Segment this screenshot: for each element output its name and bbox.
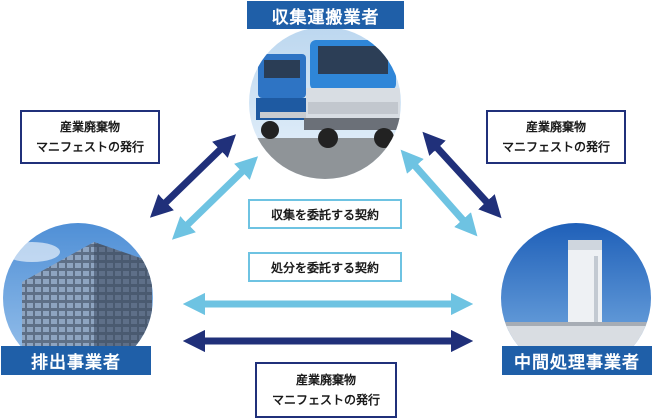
disposal-contract-label: 処分を委託する契約 — [248, 252, 402, 282]
collector-label: 収集運搬業者 — [247, 1, 404, 29]
manifest-note-left: 産業廃棄物 マニフェストの発行 — [20, 110, 160, 164]
generator-label: 排出事業者 — [1, 346, 151, 375]
processor-label: 中間処理事業者 — [502, 346, 652, 375]
manifest-note-bottom-line1: 産業廃棄物 — [295, 373, 356, 387]
manifest-note-right-line1: 産業廃棄物 — [525, 120, 586, 134]
manifest-note-left-line1: 産業廃棄物 — [59, 120, 120, 134]
collector-trucks-image — [249, 27, 401, 179]
manifest-note-right-line2: マニフェストの発行 — [501, 140, 610, 154]
manifest-note-left-line2: マニフェストの発行 — [35, 140, 144, 154]
manifest-note-right: 産業廃棄物 マニフェストの発行 — [486, 110, 626, 164]
contract-arrow-left — [171, 156, 259, 240]
manifest-note-bottom: 産業廃棄物 マニフェストの発行 — [255, 362, 397, 418]
manifest-note-bottom-line2: マニフェストの発行 — [271, 393, 380, 407]
manifest-arrow-right — [422, 131, 502, 219]
collection-contract-label: 収集を委託する契約 — [248, 199, 402, 229]
